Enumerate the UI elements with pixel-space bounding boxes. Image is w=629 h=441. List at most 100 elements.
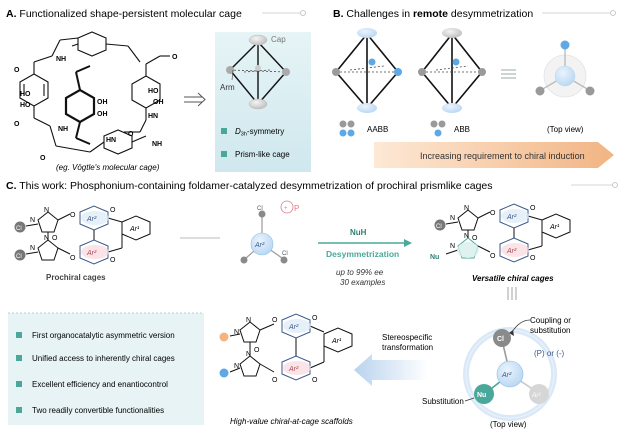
- examples-label: 30 examples: [340, 278, 385, 287]
- feature-item-1: First organocatalytic asymmetric version: [32, 331, 175, 340]
- prochiral-atom-n2: N: [30, 217, 35, 224]
- svg-text:Ar²: Ar²: [506, 214, 517, 221]
- catalyst-p: P: [294, 204, 299, 213]
- svg-text:B. Challenges in remote desymm: B. Challenges in remote desymmetrization: [333, 8, 533, 20]
- highvalue-atom-labels: N N N N O O O O O Ar² Ar² Ar¹: [234, 315, 342, 384]
- svg-text:O: O: [254, 347, 260, 354]
- aabb-cage: [332, 28, 402, 113]
- aabb-label: AABB: [367, 125, 388, 134]
- prochiral-ar2-highlight-top: [81, 211, 109, 225]
- transformation-arrow: [354, 354, 428, 386]
- highvalue-blue-node: [219, 368, 229, 378]
- catalyst-cl-right: Cl: [282, 251, 288, 257]
- reaction-arrow: [318, 239, 412, 247]
- svg-text:C. This work: Phosphonium-cont: C. This work: Phosphonium-containing fol…: [6, 180, 493, 192]
- versatile-label: Versatile chiral cages: [472, 274, 554, 283]
- prochiral-cl-top: Cl: [16, 226, 22, 232]
- svg-text:Ar²: Ar²: [288, 366, 299, 373]
- svg-text:N: N: [450, 243, 455, 250]
- equivalence-sign: [501, 69, 516, 79]
- svg-text:O: O: [530, 205, 536, 212]
- prochiral-atom-labels: N N N N O O O O O Ar² Ar² Ar¹: [30, 207, 140, 264]
- prochiral-cl-bottom: Cl: [16, 254, 22, 260]
- coupling-line1: Coupling or: [530, 316, 571, 325]
- prochiral-atom-o3: O: [70, 255, 76, 262]
- vogtle-cage-structure: [19, 31, 170, 155]
- feature-item-2: Unified access to inherently chiral cage…: [32, 354, 175, 363]
- substitution-label: Substitution: [422, 397, 464, 406]
- prochiral-atom-o2: O: [70, 212, 76, 219]
- panel-b-title-bold: remote: [413, 8, 448, 20]
- abb-label: ABB: [454, 125, 470, 134]
- panel-c: C. This work: Phosphonium-containing fol…: [6, 180, 618, 429]
- panel-a: A. Functionalized shape-persistent molec…: [6, 8, 311, 172]
- prism-cage-diagram: Cap Arm: [220, 34, 290, 110]
- svg-text:N: N: [450, 215, 455, 222]
- highvalue-cage-structure: [229, 313, 353, 381]
- atom-o-left-top: O: [14, 67, 20, 74]
- svg-text:O: O: [312, 315, 318, 322]
- svg-text:+: +: [284, 206, 288, 212]
- prism-arm-node-right: [282, 68, 290, 76]
- prochiral-cl-nodes: Cl Cl: [14, 221, 26, 261]
- panel-a-title: Functionalized shape-persistent molecula…: [19, 8, 242, 20]
- prism-bottom-node: [248, 98, 268, 110]
- atom-ho-right: HO: [148, 88, 159, 95]
- svg-text:O: O: [272, 317, 278, 324]
- feature-item-3: Excellent efficiency and enantiocontrol: [32, 380, 168, 389]
- chiral-induction-arrow: [374, 142, 614, 168]
- svg-text:N: N: [234, 329, 239, 336]
- atom-o-left-bottom: O: [14, 121, 20, 128]
- atom-oh-right: OH: [153, 99, 164, 106]
- highvalue-orange-node: [219, 332, 229, 342]
- versatile-cage-structure: [445, 203, 571, 263]
- svg-text:N: N: [246, 317, 251, 324]
- cap-label: Cap: [271, 35, 286, 44]
- svg-text:Ar²: Ar²: [288, 324, 299, 331]
- svg-text:O: O: [490, 210, 496, 217]
- prochiral-ar2-highlight-bottom: [81, 245, 109, 259]
- panel-a-rule-dot: [300, 10, 306, 16]
- panel-c-label: C.: [6, 180, 17, 192]
- svg-text:O: O: [312, 377, 318, 384]
- svg-text:O: O: [530, 255, 536, 262]
- highvalue-label: High-value chiral-at-cage scaffolds: [230, 417, 353, 426]
- prism-cap-node: [248, 34, 268, 46]
- atom-o-far-bottom: O: [40, 155, 46, 162]
- prochiral-ar2-top: Ar²: [86, 216, 97, 223]
- svg-text:N: N: [234, 363, 239, 370]
- prism-arm-node-left: [226, 66, 234, 74]
- legend-symmetry: D3h-symmetry: [235, 127, 284, 138]
- panel-b: B. Challenges in remote desymmetrization…: [332, 8, 616, 168]
- aabb-dots: [339, 120, 355, 137]
- versatile-cl: Cl: [436, 224, 442, 230]
- catalyst-diagram: + P Ar² Cl Cl: [240, 200, 317, 296]
- panel-b-rule-dot: [610, 10, 616, 16]
- arm-label: Arm: [220, 83, 235, 92]
- atom-ho-left-2: HO: [20, 102, 31, 109]
- prochiral-label: Prochiral cages: [46, 273, 106, 282]
- panel-b-label: B.: [333, 8, 344, 20]
- svg-text:N: N: [464, 205, 469, 212]
- panel-b-title-pre: Challenges in: [346, 8, 413, 20]
- svg-text:A. Functionalized shape-persis: A. Functionalized shape-persistent molec…: [6, 8, 242, 20]
- atom-nh-mid: NH: [58, 126, 68, 133]
- prochiral-ar1: Ar¹: [129, 226, 140, 233]
- process-label: Desymmetrization: [326, 249, 399, 259]
- svg-text:O: O: [272, 377, 278, 384]
- stereospecific-line2: transformation: [382, 343, 433, 352]
- abb-dots: [430, 120, 446, 137]
- p-or-minus: (P) or (-): [534, 349, 565, 358]
- final-top-view: Ar² Cl Nu Ar²: [463, 319, 557, 421]
- panel-c-title: This work: Phosphonium-containing foldam…: [19, 180, 492, 192]
- chiral-induction-text: Increasing requirement to chiral inducti…: [420, 151, 585, 161]
- prochiral-cage-structure: [25, 205, 151, 265]
- cage-atom-labels: NH HO HO OH OH HO OH O O O NH HN HN NH O…: [14, 54, 178, 162]
- coupling-line2: substitution: [530, 326, 570, 335]
- prochiral-atom-n1: N: [44, 207, 49, 214]
- features-box: [8, 313, 204, 425]
- svg-text:Ar¹: Ar¹: [331, 338, 342, 345]
- ee-label: up to 99% ee: [336, 268, 384, 277]
- svg-text:O: O: [490, 253, 496, 260]
